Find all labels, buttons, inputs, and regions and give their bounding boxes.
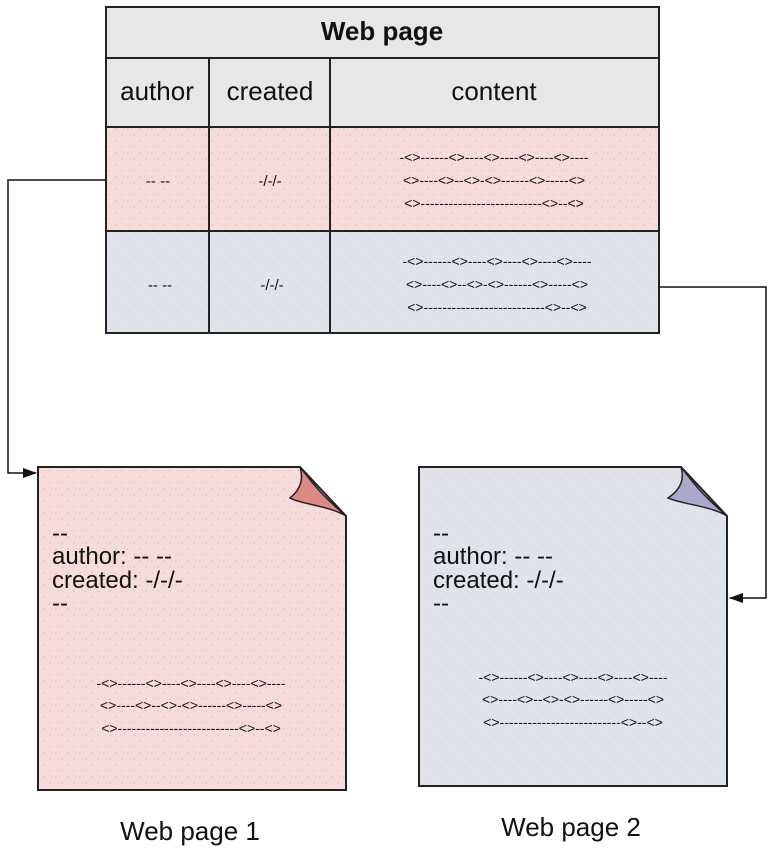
row-1-content-line: <>--------------------------<>--<> bbox=[404, 195, 584, 211]
table-row-2 bbox=[105, 230, 660, 334]
row-2-content-line: -<>------<>----<>----<>----<>---- bbox=[403, 253, 592, 269]
page-2-content-line: -<>------<>----<>----<>----<>---- bbox=[479, 669, 668, 685]
page-1-header-line: created: -/-/- bbox=[52, 567, 183, 594]
column-header-content: content bbox=[451, 76, 537, 106]
column-header-created: created bbox=[227, 76, 314, 106]
table-title-cell bbox=[105, 6, 660, 59]
page-1-fold-icon bbox=[288, 466, 347, 517]
page-1-caption: Web page 1 bbox=[120, 816, 260, 846]
page-1-sheet bbox=[37, 466, 347, 791]
web-page-1-document: -- author: -- -- created: -/-/- -- -<>--… bbox=[37, 466, 347, 791]
page-2-fold-icon bbox=[666, 466, 728, 517]
table-row-1 bbox=[105, 126, 660, 232]
page-2-sheet bbox=[418, 466, 728, 787]
page-1-content-line: -<>------<>----<>----<>----<>---- bbox=[97, 675, 286, 691]
row-1-content-line: <>----<>--<>-<>------<>-----<> bbox=[403, 172, 585, 188]
page-2-header-line: created: -/-/- bbox=[433, 567, 564, 594]
row-2-author: -- -- bbox=[148, 277, 172, 294]
page-1-header-line: -- bbox=[52, 520, 68, 547]
table-header-row bbox=[105, 57, 660, 128]
page-1-content-line: <>----<>--<>-<>------<>-----<> bbox=[100, 697, 282, 713]
page-1-header-line: -- bbox=[52, 590, 68, 617]
page-2-header-line: author: -- -- bbox=[433, 543, 553, 570]
web-page-2-document: -- author: -- -- created: -/-/- -- -<>--… bbox=[418, 466, 728, 787]
row-1-created: -/-/- bbox=[258, 173, 281, 190]
row-2-content-line: <>----<>--<>-<>------<>-----<> bbox=[406, 276, 588, 292]
page-2-header-line: -- bbox=[433, 520, 449, 547]
row-1-content-line: -<>------<>----<>----<>----<>---- bbox=[400, 149, 589, 165]
table-title: Web page bbox=[321, 16, 443, 46]
page-2-content-line: <>--------------------------<>--<> bbox=[483, 714, 663, 730]
connector-row2-to-page2 bbox=[659, 286, 767, 603]
row-2-created: -/-/- bbox=[260, 277, 283, 294]
row-2-content-line: <>--------------------------<>--<> bbox=[407, 299, 587, 315]
page-2-caption: Web page 2 bbox=[501, 812, 641, 842]
page-1-content-line: <>--------------------------<>--<> bbox=[101, 720, 281, 736]
connector-row1-to-page1 bbox=[7, 179, 106, 478]
page-2-content-line: <>----<>--<>-<>------<>-----<> bbox=[482, 691, 664, 707]
row-1-author: -- -- bbox=[146, 173, 170, 190]
page-1-header-line: author: -- -- bbox=[52, 543, 172, 570]
page-2-header-line: -- bbox=[433, 590, 449, 617]
column-header-author: author bbox=[120, 76, 194, 106]
web-page-table: Web page author created content -- -- -/… bbox=[105, 6, 660, 334]
